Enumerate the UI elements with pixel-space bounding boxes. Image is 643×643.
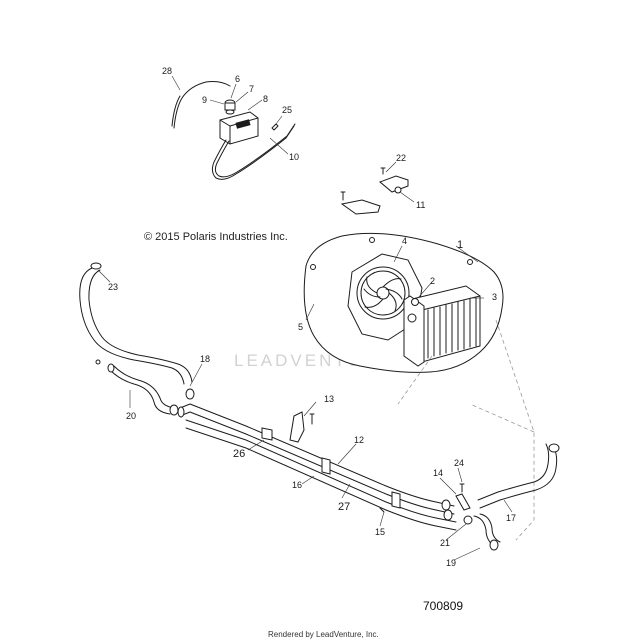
callout-3: 3 — [492, 292, 497, 302]
diagram-id: 700809 — [423, 599, 463, 613]
radiator-assembly — [303, 232, 504, 373]
callout-5: 5 — [298, 322, 303, 332]
callouts: 28 6 7 9 8 25 10 22 11 1 4 2 3 5 23 18 2… — [108, 66, 516, 568]
callout-14: 14 — [433, 468, 443, 478]
upper-bracket — [379, 175, 409, 193]
callout-27: 27 — [338, 501, 350, 513]
overflow-hose — [173, 81, 231, 129]
callout-11: 11 — [416, 200, 425, 210]
guide-lines — [397, 319, 535, 541]
copyright-text: © 2015 Polaris Industries Inc. — [144, 231, 288, 243]
right-hoses — [455, 443, 560, 551]
callout-13: 13 — [324, 394, 334, 404]
callout-28: 28 — [162, 66, 172, 76]
coolant-pipe-upper — [179, 403, 455, 507]
callout-20: 20 — [126, 411, 136, 421]
lower-bracket — [340, 199, 381, 215]
hose-20 — [109, 369, 171, 415]
coolant-pipe-lower — [185, 419, 457, 523]
reservoir-tube — [211, 125, 295, 180]
hose-19 — [473, 515, 495, 547]
callout-25: 25 — [282, 105, 292, 115]
pipe-bracket — [289, 411, 305, 443]
coolant-pipes — [177, 403, 457, 531]
coolant-reservoir-group — [171, 81, 296, 180]
callout-2: 2 — [430, 276, 435, 286]
callout-16: 16 — [292, 480, 302, 490]
hose-bracket — [455, 493, 471, 511]
callout-7: 7 — [249, 84, 254, 94]
hose-17 — [477, 443, 550, 501]
callout-19: 19 — [446, 558, 456, 568]
callout-6: 6 — [235, 74, 240, 84]
fan — [356, 266, 410, 320]
callout-17: 17 — [506, 513, 516, 523]
callout-4: 4 — [402, 236, 407, 246]
callout-8: 8 — [263, 94, 268, 104]
leader-lines — [97, 75, 513, 561]
callout-1: 1 — [457, 239, 463, 251]
footer-text: Rendered by LeadVenture, Inc. — [268, 630, 379, 639]
hose-23-18 — [79, 267, 185, 385]
callout-10: 10 — [289, 152, 299, 162]
callout-23: 23 — [108, 282, 118, 292]
callout-18: 18 — [200, 354, 210, 364]
fan-bracket-group — [340, 167, 409, 215]
callout-9: 9 — [202, 95, 207, 105]
callout-15: 15 — [375, 527, 385, 537]
callout-24: 24 — [454, 458, 464, 468]
pipe-clamp — [261, 427, 273, 441]
radiator-grommet — [411, 298, 419, 306]
callout-26: 26 — [233, 448, 245, 460]
callout-21: 21 — [440, 538, 450, 548]
screw — [271, 123, 279, 131]
left-hoses — [79, 262, 195, 416]
callout-22: 22 — [396, 153, 406, 163]
callout-12: 12 — [354, 435, 364, 445]
